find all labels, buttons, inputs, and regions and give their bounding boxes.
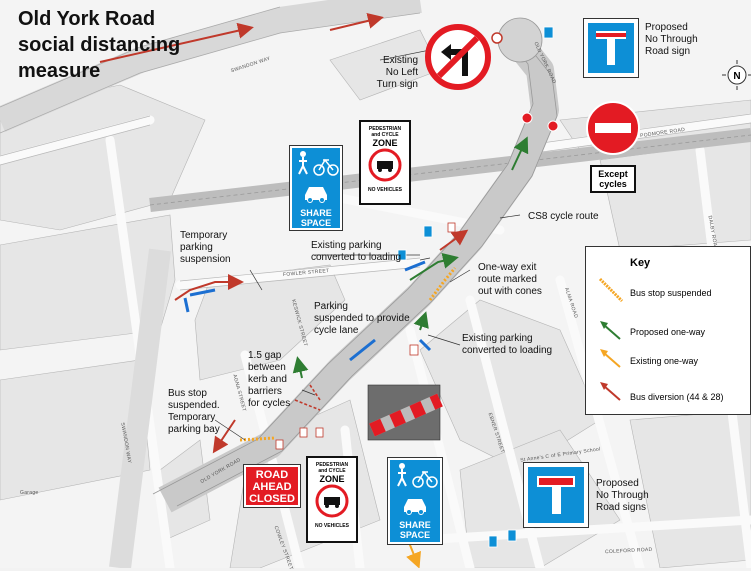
share-space-sign-bottom: SHARE SPACE [388, 458, 442, 544]
title-line-3: measure [18, 60, 101, 82]
small-sign-markers [275, 26, 559, 548]
barrier-photo [367, 384, 443, 441]
ped-zone-line1-bottom: PEDESTRIAN [315, 462, 349, 468]
pedestrian-cycle-icon [397, 463, 438, 488]
old-york-road [158, 36, 559, 513]
label-garage: Garage [20, 490, 39, 496]
map-legend: Key Bus stop suspended Proposed one-way … [585, 246, 751, 415]
share-space-text-2: SPACE [300, 218, 332, 228]
proposed-one-way-route [409, 252, 459, 281]
ped-zone-title-bottom: ZONE [319, 474, 345, 484]
legend-bus-diversion-arrow-icon [600, 382, 621, 401]
pedestrian-cycle-zone-sign-top: PEDESTRIAN and CYCLE ZONE NO VEHICLES [359, 120, 411, 205]
no-through-road-sign-top [583, 18, 639, 78]
bus-diversion-route [99, 22, 254, 63]
road-closed-line-1: ROAD [255, 469, 289, 481]
legend-existing-one-way-arrow-icon [600, 349, 621, 368]
car-icon [305, 187, 327, 203]
caption-parking-suspended: Parking suspended to provide cycle lane [314, 301, 410, 336]
except-cycles-plate: Except cycles [590, 165, 636, 193]
caption-cs8: CS8 cycle route [528, 211, 599, 222]
share-space-text-1: SHARE [300, 208, 332, 218]
svg-text:N: N [733, 71, 740, 82]
ped-zone-line2: and CYCLE [371, 132, 399, 138]
cones-line [428, 267, 457, 301]
map-title: Old York Road social distancing measure [18, 6, 180, 84]
no-through-road-sign-bottom [523, 462, 589, 528]
car-icon [404, 499, 426, 515]
minor-road-edges [0, 113, 751, 291]
ped-zone-line2-bottom: and CYCLE [318, 468, 346, 474]
legend-bus-diversion-label: Bus diversion (44 & 28) [630, 392, 724, 402]
north-arrow: N [722, 60, 751, 90]
title-line-1: Old York Road [18, 8, 156, 30]
no-motor-vehicles-icon [368, 148, 402, 182]
legend-bus-stop-label: Bus stop suspended [630, 288, 712, 298]
roundabout [497, 17, 543, 63]
ped-zone-line1: PEDESTRIAN [368, 126, 402, 132]
no-entry-sign [585, 100, 641, 156]
caption-temp-parking: Temporary parking suspension [180, 230, 231, 265]
swandon-way [0, 0, 422, 132]
pedestrian-cycle-zone-sign-bottom: PEDESTRIAN and CYCLE ZONE NO VEHICLES [306, 456, 358, 543]
ped-zone-footer: NO VEHICLES [368, 187, 402, 193]
legend-bus-stop-swatch [598, 277, 624, 303]
caption-existing-parking-top: Existing parking converted to loading [311, 240, 402, 263]
caption-no-through-bottom: Proposed No Through Road signs [596, 478, 649, 513]
road-closed-line-3: CLOSED [249, 493, 295, 505]
legend-existing-one-way-label: Existing one-way [630, 356, 699, 366]
share-space-text-2-bottom: SPACE [399, 530, 431, 540]
title-line-2: social distancing [18, 34, 181, 56]
legend-proposed-one-way-arrow-icon [600, 321, 621, 340]
existing-one-way-route [406, 539, 421, 568]
road-ahead-closed-sign: ROAD AHEAD CLOSED [244, 465, 300, 507]
caption-one-way-exit: One-way exit route marked out with cones [478, 262, 542, 297]
caption-existing-parking-bottom: Existing parking converted to loading [462, 333, 553, 356]
caption-no-through-top: Proposed No Through Road sign [645, 22, 698, 57]
share-space-sign-top: SHARE SPACE [290, 146, 342, 230]
caption-gap: 1.5 gap between kerb and barriers for cy… [248, 350, 291, 409]
legend-proposed-one-way-label: Proposed one-way [630, 327, 706, 337]
legend-title: Key [630, 257, 651, 269]
ped-zone-footer-bottom: NO VEHICLES [315, 523, 349, 529]
cycle-lane-markings [349, 338, 376, 362]
no-left-turn-sign [425, 24, 491, 90]
road-closed-line-2: AHEAD [252, 481, 292, 493]
share-space-text-1-bottom: SHARE [399, 520, 431, 530]
pedestrian-cycle-icon [298, 151, 339, 176]
no-motor-vehicles-icon [315, 484, 349, 518]
caption-bus-stop: Bus stop suspended. Temporary parking ba… [168, 388, 220, 435]
ped-zone-title: ZONE [372, 138, 398, 148]
caption-no-left-turn: Existing No Left Turn sign [376, 55, 418, 90]
